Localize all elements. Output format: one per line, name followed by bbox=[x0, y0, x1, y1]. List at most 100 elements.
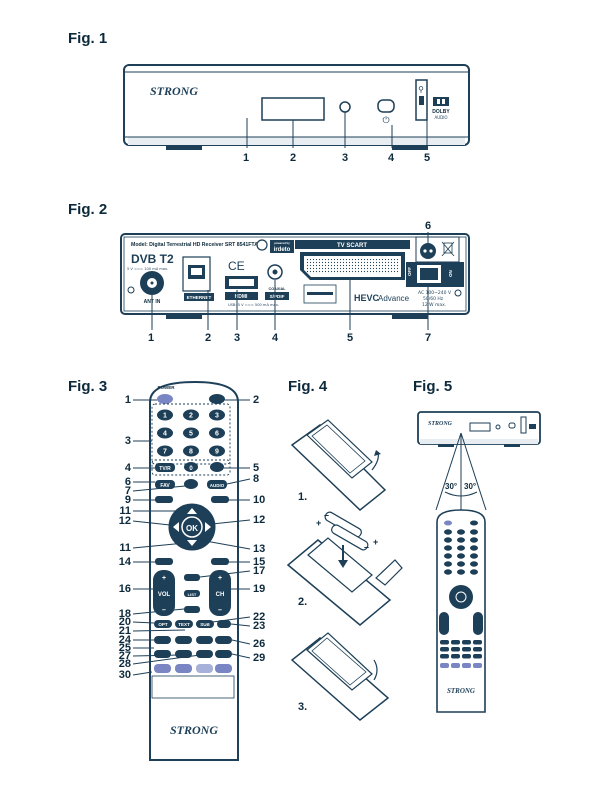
fig1-callout-3: 3 bbox=[342, 152, 348, 164]
fig3-callouts-left bbox=[132, 399, 201, 676]
fig3-callout-left: 24 bbox=[119, 634, 132, 646]
fig3-callout-left: 12 bbox=[119, 515, 131, 527]
ac-rating: AC 100~240 V bbox=[418, 290, 452, 296]
fig1-ir-sensor bbox=[339, 101, 351, 113]
hz-rating: 50/60 Hz bbox=[423, 296, 444, 302]
ethernet-label: ETHERNET bbox=[187, 295, 212, 300]
fig3-callout-right: 12 bbox=[253, 514, 265, 526]
fig3-callout-left: 21 bbox=[119, 625, 131, 637]
vol-minus-icon: – bbox=[162, 607, 166, 614]
fig2-callout-5: 5 bbox=[347, 332, 353, 344]
fig3-callout-left: 27 bbox=[119, 650, 131, 662]
fig5-angle-right: 30° bbox=[464, 482, 476, 491]
fig3-callout-left: 7 bbox=[125, 485, 131, 497]
remote-ok-label: OK bbox=[186, 524, 198, 533]
vol-plus-icon: + bbox=[162, 575, 166, 582]
fig3-callout-right: 15 bbox=[253, 556, 265, 568]
fig3-callout-right: 29 bbox=[253, 652, 265, 664]
fig3-callout-left: 14 bbox=[119, 556, 132, 568]
digit-label: 6 bbox=[215, 431, 219, 438]
remote-opt-label: OPT bbox=[158, 622, 168, 627]
fig2-callout-2: 2 bbox=[205, 332, 211, 344]
fig3-callout-left: 3 bbox=[125, 435, 131, 447]
digit-button bbox=[183, 445, 199, 457]
dolby-icon bbox=[433, 97, 449, 106]
fig3-callout-right: 19 bbox=[253, 583, 265, 595]
fig3-callout-left: 11 bbox=[119, 505, 131, 517]
fig4-step-1: 1. bbox=[298, 491, 307, 503]
dvbt2-logo: DVB T2 bbox=[131, 252, 174, 266]
fig3-callout-left: 30 bbox=[119, 669, 131, 681]
fig2-callout-4: 4 bbox=[272, 332, 279, 344]
digit-button bbox=[157, 409, 173, 421]
ch-plus-icon: + bbox=[218, 575, 222, 582]
fig2-callout-1: 1 bbox=[148, 332, 154, 344]
fig3-callout-left: 18 bbox=[119, 608, 131, 620]
usb-icon: ⚲ bbox=[418, 85, 424, 94]
remote-text-label: TEXT bbox=[178, 622, 190, 627]
digit-label: 4 bbox=[163, 431, 167, 438]
remote-power-button bbox=[157, 394, 173, 404]
fig3-callouts-right bbox=[199, 399, 251, 659]
fig1-receiver-front: STRONG ⏻ ⚲ DOLBY AUDIO 1 2 3 4 5 bbox=[123, 64, 470, 164]
fig4-battery-steps: 1. + – – + 2. 3. bbox=[286, 419, 403, 721]
dolby-label: DOLBY bbox=[432, 109, 450, 115]
digit-label: 8 bbox=[189, 449, 193, 456]
tv-scart-label: TV SCART bbox=[337, 243, 367, 249]
battery-sign-2: – bbox=[324, 510, 329, 520]
fig3-callout-left: 9 bbox=[125, 494, 131, 506]
fig3-callout-left: 25 bbox=[119, 642, 131, 654]
remote-fav-label: FAV bbox=[160, 483, 170, 489]
digit-label: 5 bbox=[189, 431, 193, 438]
off-label: OFF bbox=[407, 267, 412, 276]
powered-by-label: powered by bbox=[274, 241, 290, 245]
ch-minus-icon: – bbox=[218, 607, 222, 614]
digit-button bbox=[183, 427, 199, 439]
hevc-label: HEVC bbox=[354, 293, 380, 303]
on-label: ON bbox=[448, 270, 453, 277]
fig1-callout-5: 5 bbox=[424, 152, 430, 164]
remote-tvr-label: TV/R bbox=[159, 466, 171, 472]
gear-icon bbox=[256, 239, 268, 251]
remote-brand-logo: STRONG bbox=[170, 723, 218, 737]
hdmi-label: HDMI bbox=[235, 294, 248, 300]
remote-ch-label: CH bbox=[216, 592, 225, 598]
fig3-label: Fig. 3 bbox=[68, 378, 108, 395]
fig5-label: Fig. 5 bbox=[413, 378, 453, 395]
dolby-audio-label: AUDIO bbox=[434, 115, 447, 120]
fig3-callout-right: 26 bbox=[253, 638, 265, 650]
fig2-callout-7: 7 bbox=[425, 332, 431, 344]
standby-icon: ⏻ bbox=[382, 115, 389, 126]
digit-label: 7 bbox=[163, 449, 167, 456]
fig5-brand-logo: STRONG bbox=[428, 421, 453, 427]
digit-button bbox=[209, 427, 225, 439]
fig3-callout-left: 4 bbox=[125, 462, 132, 474]
battery-sign-1: + bbox=[316, 518, 321, 528]
fig2-model-text: Model: Digital Terrestrial HD Receiver S… bbox=[131, 242, 258, 248]
fig3-callout-right: 2 bbox=[253, 394, 259, 406]
remote-power-label: POWER bbox=[157, 385, 175, 390]
digit-button bbox=[157, 427, 173, 439]
fig3-callout-left: 6 bbox=[125, 476, 131, 488]
remote-vol-label: VOL bbox=[158, 592, 171, 598]
fig1-display bbox=[261, 97, 325, 121]
digit-label: 3 bbox=[215, 413, 219, 420]
coaxial-label: COAXIAL bbox=[268, 287, 286, 291]
fig5-remote-range: STRONG 30° 30° STRONG bbox=[417, 411, 541, 713]
fig3-callout-left: 11 bbox=[119, 542, 131, 554]
fig1-standby-button bbox=[377, 99, 395, 113]
fig2-label: Fig. 2 bbox=[68, 201, 108, 218]
fig2-callout-3: 3 bbox=[234, 332, 240, 344]
fig3-callout-right: 23 bbox=[253, 620, 265, 632]
digit-label: 9 bbox=[215, 449, 219, 456]
digit-button bbox=[209, 409, 225, 421]
ce-mark: CE bbox=[228, 259, 245, 273]
remote-audio-label: AUDIO bbox=[210, 483, 225, 488]
fig4-step-3: 3. bbox=[298, 701, 307, 713]
fig3-callout-right: 13 bbox=[253, 543, 265, 555]
fig3-callout-right: 8 bbox=[253, 473, 259, 485]
advance-label: Advance bbox=[378, 294, 410, 303]
fig1-callout-1: 1 bbox=[243, 152, 249, 164]
